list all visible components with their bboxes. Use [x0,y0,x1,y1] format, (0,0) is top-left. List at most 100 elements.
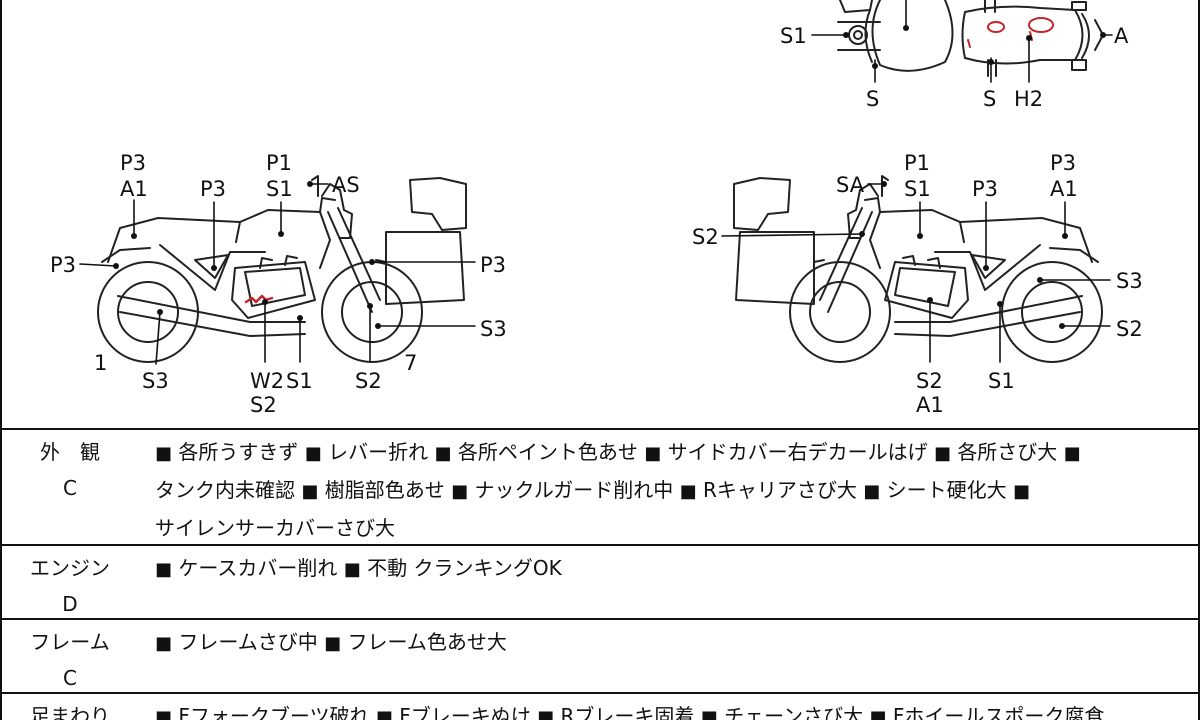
inspection-item: 各所ペイント色あせ [457,440,638,464]
bullet-icon: ■ [304,443,322,464]
bullet-icon: ■ [869,707,887,720]
category-label: 外 観 [40,440,100,464]
inspection-item: 各所さび大 [957,440,1058,464]
label-left-p3-fork: P3 [480,253,506,277]
label-left-as: AS [332,173,360,197]
category-cell: フレーム C [0,624,140,696]
label-right-a1-rear: A1 [1050,177,1078,201]
inspection-item: 各所うすきず [178,440,299,464]
items-list: ■ Fフォークブーツ破れ ■ Fブレーキぬけ ■ Rブレーキ固着 ■ チェーンさ… [155,698,1188,720]
right-view-motorcycle [733,175,1103,363]
items-list: ■ 各所うすきず ■ レバー折れ ■ 各所ペイント色あせ ■ サイドカバー右デカ… [155,434,1188,547]
inspection-item: Rキャリアさび大 [703,478,857,502]
inspection-item: Fフォークブーツ破れ [178,704,370,720]
inspection-item: Rブレーキ固着 [560,704,695,720]
grade-label: D [62,592,78,616]
bullet-icon: ■ [700,707,718,720]
top-view-damage-marks [967,17,1054,48]
inspection-item: 樹脂部色あせ [324,478,445,502]
label-left-s1-exhaust: S1 [286,369,313,393]
label-left-s2-front: S2 [355,369,382,393]
label-left-7: 7 [404,351,417,375]
label-left-p3-side: P3 [200,177,226,201]
category-cell: 外 観 C [0,434,140,506]
label-right-s2-engine: S2 [916,369,943,393]
bullet-icon: ■ [301,481,319,502]
bullet-icon: ■ [451,481,469,502]
label-right-s2-fork: S2 [692,225,719,249]
bullet-icon: ■ [537,707,555,720]
label-left-a1-rear: A1 [120,177,148,201]
label-left-1: 1 [94,351,107,375]
grade-label: C [63,476,77,500]
inspection-item: ケースカバー削れ [178,556,338,580]
bullet-icon: ■ [933,443,951,464]
label-left-p3-tail: P3 [50,253,76,277]
bullet-icon: ■ [679,481,697,502]
label-right-s3-swingarm: S3 [1116,269,1143,293]
label-right-a1-engine: A1 [916,393,944,417]
label-top-a: A [1114,24,1129,48]
leader-dots [113,25,1106,329]
bullet-icon: ■ [155,707,173,720]
frame-right-border [1198,0,1200,720]
left-view-damage-mark [244,294,274,304]
label-left-p1-tank: P1 [266,151,292,175]
bullet-icon: ■ [324,633,342,654]
label-right-s2-wheel: S2 [1116,317,1143,341]
label-left-s3-muffler: S3 [142,369,169,393]
bullet-icon: ■ [155,633,173,654]
frame-left-border [0,0,2,720]
top-view-motorcycle [837,0,1104,77]
items-list: ■ フレームさび中 ■ フレーム色あせ大 [155,624,1188,662]
label-left-s1-tank: S1 [266,177,293,201]
inspection-item: ナックルガード削れ中 [474,478,674,502]
label-top-s1: S1 [780,24,807,48]
label-left-s3-wheel: S3 [480,317,507,341]
inspection-item: フレームさび中 [178,630,318,654]
inspection-item: Fホイールスポーク腐食 [892,704,1105,720]
inspection-item: タンク内未確認 [155,478,295,502]
bullet-icon: ■ [1013,481,1031,502]
inspection-item: Fブレーキぬけ [399,704,531,720]
inspection-item: レバー折れ [328,440,429,464]
top-view-labels: S1 A S S H2 [780,24,1129,111]
bullet-icon: ■ [343,559,361,580]
inspection-item: フレーム色あせ大 [347,630,507,654]
category-label: フレーム [30,630,110,654]
label-top-s-left: S [866,87,879,111]
right-view-labels: SA P1 S1 P3 P3 A1 S2 S3 S2 S2 A1 S1 [692,151,1143,417]
bullet-icon: ■ [155,559,173,580]
label-right-p1-tank: P1 [904,151,930,175]
inspection-item: シート硬化大 [886,478,1007,502]
bullet-icon: ■ [1063,443,1081,464]
inspection-row-suspension: 足まわり ■ Fフォークブーツ破れ ■ Fブレーキぬけ ■ Rブレーキ固着 ■ … [0,692,1200,720]
category-cell: エンジン D [0,550,140,622]
bullet-icon: ■ [644,443,662,464]
inspection-item: チェーンさび大 [724,704,864,720]
inspection-item: サイレンサーカバーさび大 [155,516,395,540]
bullet-icon: ■ [155,443,173,464]
bullet-icon: ■ [863,481,881,502]
inspection-row-exterior: 外 観 C ■ 各所うすきず ■ レバー折れ ■ 各所ペイント色あせ ■ サイド… [0,428,1200,546]
inspection-item: 不動 クランキングOK [367,556,562,580]
label-top-s-right: S [983,87,996,111]
motorcycle-damage-diagram: S1 A S S H2 P3 A1 P3 P1 S1 AS P3 P3 S3 1… [50,0,1143,417]
category-cell: 足まわり [0,698,140,720]
label-right-p3-side: P3 [972,177,998,201]
leader-lines [79,0,1113,365]
category-label: エンジン [30,556,110,580]
left-view-labels: P3 A1 P3 P1 S1 AS P3 P3 S3 1 S3 W2 S2 S1… [50,151,507,417]
grade-label: C [63,666,77,690]
label-left-w2: W2 [250,369,284,393]
label-left-s2-engine: S2 [250,393,277,417]
bullet-icon: ■ [375,707,393,720]
label-right-s1-exhaust: S1 [988,369,1015,393]
label-top-h2: H2 [1014,87,1043,111]
category-label: 足まわり [30,704,110,720]
inspection-row-engine: エンジン D ■ ケースカバー削れ ■ 不動 クランキングOK [0,544,1200,620]
inspection-row-frame: フレーム C ■ フレームさび中 ■ フレーム色あせ大 [0,618,1200,694]
bullet-icon: ■ [434,443,452,464]
left-view-motorcycle [97,175,467,363]
